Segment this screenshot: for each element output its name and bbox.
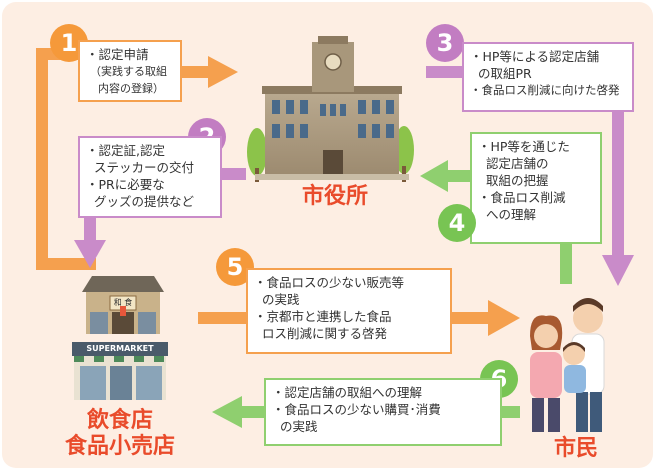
arrow-step3 xyxy=(426,66,634,286)
step-6-line-3: の実践 xyxy=(280,419,318,434)
restaurants-title-line-2: 食品小売店 xyxy=(64,434,175,459)
step-1-line-1: ・認定申請 xyxy=(86,47,149,62)
step-5-box: ・食品ロスの少ない販売等 の実践 ・京都市と連携した食品 ロス削減に関する啓発 xyxy=(246,268,452,354)
arrow-step5 xyxy=(198,300,520,336)
step-6-line-1: ・認定店舗の取組への理解 xyxy=(272,385,423,400)
restaurant-illustration xyxy=(82,276,164,334)
step-4-line-4: ・食品ロス削減 xyxy=(478,190,566,205)
step-2-line-4: グッズの提供など xyxy=(94,194,195,209)
step-6-line-2: ・食品ロスの少ない購買･消費 xyxy=(272,402,441,417)
restaurants-title-line-1: 飲食店 xyxy=(86,408,153,433)
step-2-line-1: ・認定証,認定 xyxy=(86,143,165,158)
supermarket-sign: SUPERMARKET xyxy=(86,344,154,353)
step-2-line-2: ステッカーの交付 xyxy=(94,160,195,175)
arrow-step2 xyxy=(74,168,246,268)
city-hall-title: 市役所 xyxy=(301,184,368,209)
step-4-box: ・HP等を通じた 認定店舗の 取組の把握 ・食品ロス削減 への理解 xyxy=(470,132,602,244)
step-2-box: ・認定証,認定 ステッカーの交付 ・PRに必要な グッズの提供など xyxy=(78,136,222,218)
step-4-line-5: への理解 xyxy=(486,207,537,222)
step-1-line-2: （実践する取組 xyxy=(90,65,167,78)
step-6-box: ・認定店舗の取組への理解 ・食品ロスの少ない購買･消費 の実践 xyxy=(264,378,502,446)
step-4-line-2: 認定店舗の xyxy=(486,156,549,171)
step-1-line-3: 内容の登録） xyxy=(98,82,164,95)
step-3-line-2: の取組PR xyxy=(478,66,532,81)
citizens-title: 市民 xyxy=(553,436,598,461)
step-3-line-1: ・HP等による認定店舗 xyxy=(470,49,600,64)
step-4-line-1: ・HP等を通じた xyxy=(478,139,570,154)
step-5-line-1: ・食品ロスの少ない販売等 xyxy=(254,275,405,290)
step-1-box: ・認定申請 （実践する取組 内容の登録） xyxy=(78,40,182,102)
city-hall-illustration xyxy=(247,36,414,182)
step-4-line-3: 取組の把握 xyxy=(486,173,549,188)
step-3-line-3: ・食品ロス削減に向けた啓発 xyxy=(470,83,620,97)
step-3-box: ・HP等による認定店舗 の取組PR ・食品ロス削減に向けた啓発 xyxy=(462,42,634,112)
family-illustration xyxy=(530,298,605,432)
step-5-line-4: ロス削減に関する啓発 xyxy=(262,326,388,341)
step-5-line-3: ・京都市と連携した食品 xyxy=(254,309,392,324)
arrow-step6 xyxy=(212,396,520,428)
step-2-line-3: ・PRに必要な xyxy=(86,177,165,192)
supermarket-illustration xyxy=(72,342,168,400)
shop-sign: 和 食 xyxy=(113,298,133,307)
arrow-step4 xyxy=(420,160,572,284)
step-5-line-2: の実践 xyxy=(262,292,300,307)
step-3-badge: 3 xyxy=(426,24,464,62)
step-4-badge: 4 xyxy=(438,204,476,242)
